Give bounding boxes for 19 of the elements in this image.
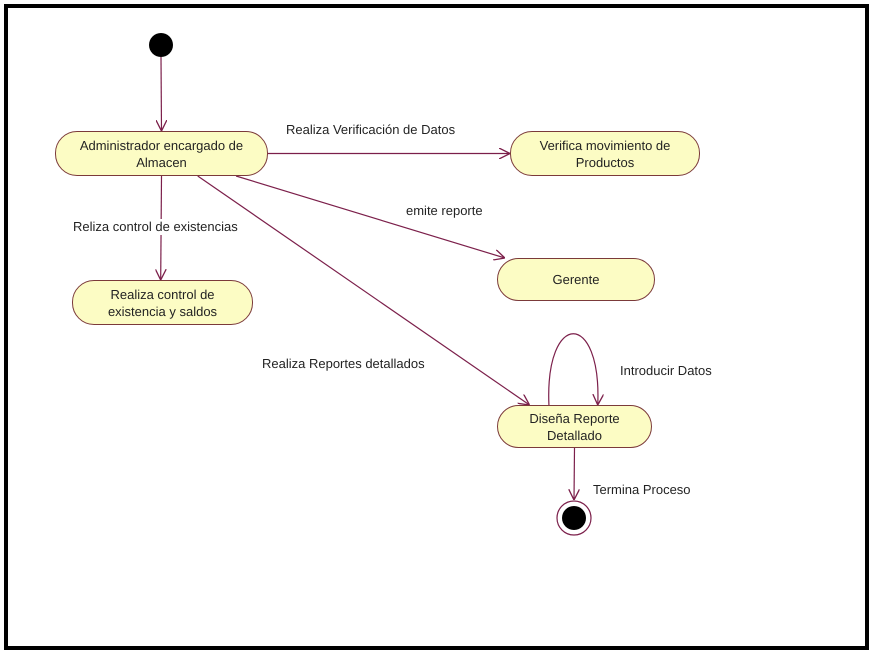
activity-box bbox=[55, 131, 268, 176]
activity-text: Realiza control de existencia y saldos bbox=[106, 286, 218, 320]
edge-label: Realiza Reportes detallados bbox=[262, 356, 425, 372]
activity-box bbox=[510, 131, 700, 176]
activity-box bbox=[497, 405, 652, 448]
arrow bbox=[236, 175, 506, 261]
arrow bbox=[548, 333, 604, 406]
arrow bbox=[155, 57, 168, 132]
activity-box bbox=[72, 280, 253, 325]
activity-text: Gerente bbox=[552, 271, 600, 288]
arrow bbox=[197, 176, 530, 406]
activity-text: Administrador encargado de Almacen bbox=[78, 136, 244, 170]
activity-box bbox=[497, 258, 655, 301]
edge-label: Reliza control de existencias bbox=[73, 219, 238, 235]
edge-label: emite reporte bbox=[406, 203, 483, 219]
arrow bbox=[268, 147, 511, 160]
arrow bbox=[568, 448, 580, 501]
activity-text: Verifica movimiento de Productos bbox=[538, 136, 672, 170]
activity-text: Diseña Reporte Detallado bbox=[528, 410, 621, 444]
